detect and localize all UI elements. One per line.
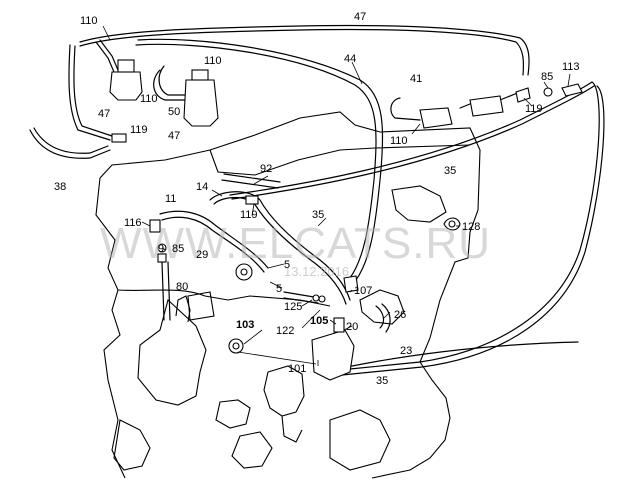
callout-110: 110 [204,55,222,67]
callout-35: 35 [444,165,456,177]
components [109,59,583,381]
callout-9: 9 [158,243,164,255]
fuel-filter [419,107,453,129]
callout-11: 11 [165,193,176,205]
callout-38: 38 [54,181,66,193]
callout-103: 103 [236,319,254,331]
callout-113: 113 [562,61,580,73]
callout-125: 125 [284,301,302,313]
watermark: WWW.ELCATS.RU 13.12.2016 [100,219,491,279]
callout-122: 122 [276,325,294,337]
callout-labels: 110 47 44 110 110 47 50 119 47 38 41 85 … [54,11,580,387]
callout-85: 85 [541,71,553,83]
watermark-text: WWW.ELCATS.RU [100,219,491,268]
vacuum-reservoir [183,79,219,127]
callout-14: 14 [196,181,208,193]
hoses [29,24,605,376]
callout-85: 85 [172,243,184,255]
leader-lines [102,25,571,366]
callout-26: 26 [394,309,406,321]
callout-119: 119 [525,103,543,115]
callout-41: 41 [410,73,422,85]
callout-29: 29 [196,249,208,261]
valve-assembly [311,329,355,381]
callout-116: 116 [124,217,142,229]
callout-110: 110 [390,135,408,147]
callout-47: 47 [168,130,180,142]
watermark-date: 13.12.2016 [284,264,349,279]
vacuum-valve [109,71,143,101]
callout-23: 23 [400,345,412,357]
engine-block [95,111,481,479]
callout-105: 105 [310,315,328,327]
callout-35: 35 [376,375,388,387]
callout-92: 92 [260,163,272,175]
callout-110: 110 [80,15,98,27]
callout-47: 47 [354,11,366,23]
callout-35: 35 [312,209,324,221]
callout-80: 80 [176,281,188,293]
callout-101: 101 [288,363,306,375]
callout-128: 128 [462,221,480,233]
callout-50: 50 [168,106,180,118]
callout-119: 119 [130,124,148,136]
callout-110: 110 [140,93,158,105]
callout-119: 119 [240,209,258,221]
callout-20: 20 [346,321,358,333]
callout-44: 44 [344,53,356,65]
callout-107: 107 [354,285,372,297]
callout-5: 5 [276,283,282,295]
callout-47: 47 [98,108,110,120]
filter-right [469,95,504,117]
callout-5: 5 [284,259,290,271]
valve-cap [117,59,135,73]
